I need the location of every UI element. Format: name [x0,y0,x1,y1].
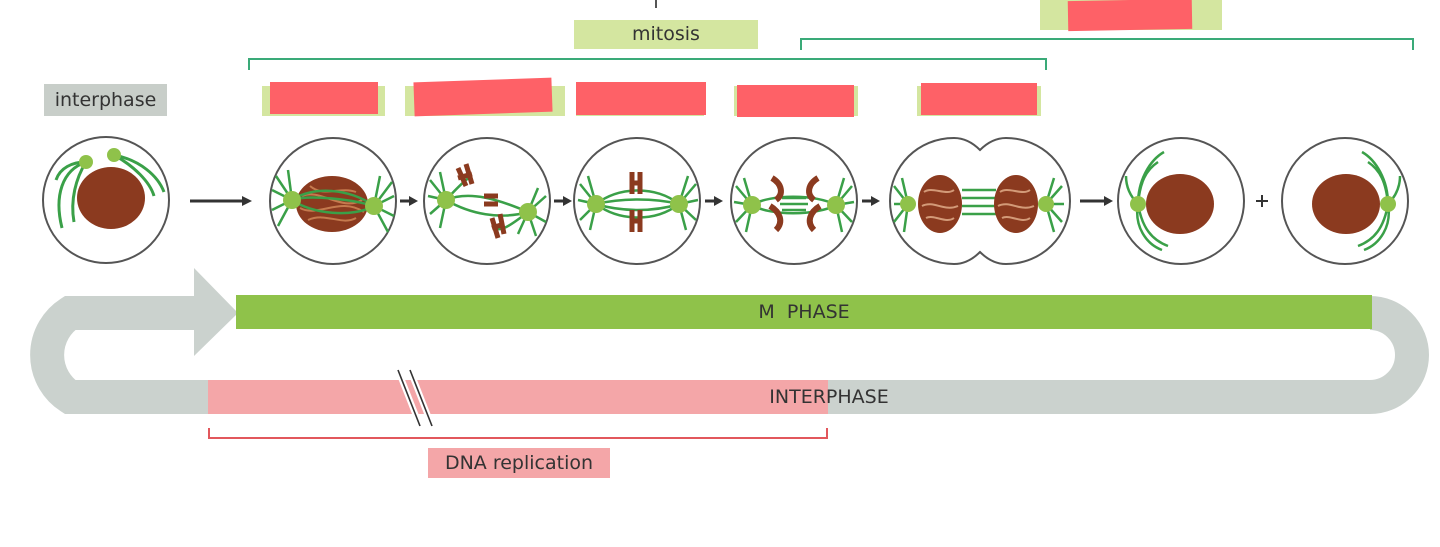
cell-metaphase [573,137,701,265]
cell-prophase [269,137,397,265]
dna-replication-label: DNA replication [444,451,594,474]
arrow-right-icon [400,196,418,206]
cell-telophase [888,136,1072,266]
dna-replication-bar [208,380,828,414]
dna-replication-bracket [208,428,828,439]
arrow-right-icon [554,196,572,206]
cytokinesis-bracket [800,38,1414,50]
redaction-top-right [1067,0,1193,32]
redaction-stage-2 [413,77,553,117]
redaction-stage-5 [921,83,1037,115]
dna-replication-label-box [428,448,610,478]
cycle-loop [30,296,1429,414]
mitosis-label-box [574,20,758,49]
plus-icon [1256,195,1268,207]
cell-anaphase [730,137,858,265]
top-tick [655,0,657,8]
arrow-right-icon [190,196,252,206]
redaction-stage-4 [737,85,854,117]
cell-interphase [42,136,170,264]
interphase-label: interphase [54,88,157,111]
arrow-right-icon [1080,196,1113,206]
interphase-band-label: INTERPHASE [769,385,889,408]
cell-prometaphase [423,137,551,265]
cell-daughter-left [1117,137,1245,265]
m-phase-bar [236,295,1372,329]
arrow-right-icon [705,196,723,206]
mitosis-label: mitosis [632,23,700,45]
interphase-label-box [44,84,167,116]
break-mark [395,368,435,428]
cell-daughter-right [1281,137,1409,265]
m-phase-label: M PHASE [758,300,850,323]
redaction-stage-1 [270,82,378,114]
cycle-arrow-head [194,268,238,356]
arrow-right-icon [862,196,880,206]
redaction-stage-3 [576,82,706,115]
mitosis-bracket [248,58,1047,70]
